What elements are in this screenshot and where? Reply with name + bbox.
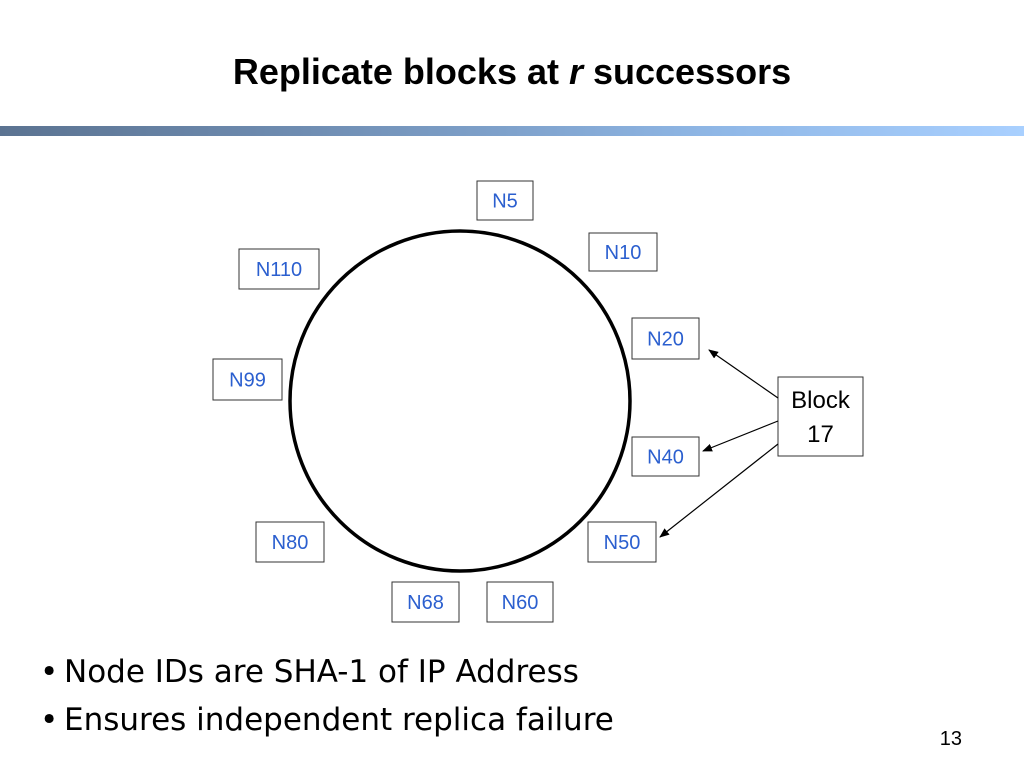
node-label: N5 <box>492 191 518 213</box>
bullet-list: •Node IDs are SHA-1 of IP Address •Ensur… <box>40 650 614 746</box>
node-n5: N5 <box>476 180 534 221</box>
bullet-text: Ensures independent replica failure <box>64 702 614 738</box>
title-suffix: successors <box>583 51 792 92</box>
node-n99: N99 <box>212 358 283 401</box>
node-label: N60 <box>502 592 539 614</box>
node-n10: N10 <box>588 232 658 272</box>
title-prefix: Replicate blocks at <box>232 51 569 92</box>
bullet-dot-icon: • <box>40 654 59 690</box>
node-label: N40 <box>647 447 684 469</box>
node-label: N50 <box>604 532 641 554</box>
node-n40: N40 <box>631 436 700 477</box>
title-underline-bar <box>0 126 1024 136</box>
node-n60: N60 <box>486 581 554 623</box>
node-n110: N110 <box>238 248 320 290</box>
node-label: N110 <box>256 259 302 281</box>
block-17-box: Block 17 <box>777 376 864 457</box>
node-n68: N68 <box>391 581 460 623</box>
node-label: N68 <box>407 592 444 614</box>
node-label: N99 <box>229 370 266 392</box>
node-label: N80 <box>272 532 309 554</box>
replica-arrow-to-n40 <box>702 420 779 452</box>
node-n50: N50 <box>587 521 657 563</box>
node-n80: N80 <box>255 521 325 563</box>
bullet-item: •Node IDs are SHA-1 of IP Address <box>40 650 614 698</box>
node-n20: N20 <box>631 317 700 360</box>
title-variable: r <box>568 51 583 92</box>
block-label-line1: Block <box>791 387 851 414</box>
replica-arrow-to-n20 <box>708 349 779 399</box>
bullet-text: Node IDs are SHA-1 of IP Address <box>64 654 579 690</box>
bullet-item: •Ensures independent replica failure <box>40 698 614 746</box>
slide-title: Replicate blocks at r successors <box>0 44 1024 100</box>
identifier-ring <box>288 229 632 573</box>
page-number: 13 <box>939 728 962 750</box>
replica-arrow-to-n50 <box>659 443 779 538</box>
bullet-dot-icon: • <box>40 702 59 738</box>
node-label: N10 <box>605 242 642 264</box>
block-label-line2: 17 <box>807 421 834 448</box>
node-label: N20 <box>647 329 684 351</box>
